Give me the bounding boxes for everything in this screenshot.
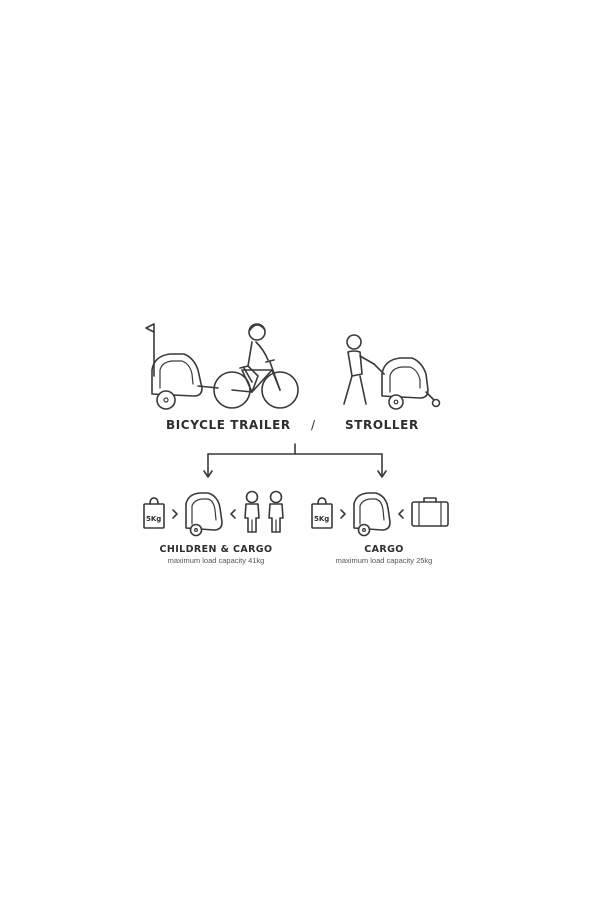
config-subtitle: maximum load capacity 25kg — [335, 556, 433, 565]
arrow-left-icon — [398, 509, 404, 519]
arrow-right-icon — [340, 509, 346, 519]
stroller-label: STROLLER — [345, 418, 419, 432]
config-cargo: 5Kg CARGO maximum load capacity 25kg — [308, 488, 460, 568]
shopping-bag-icon: 5Kg — [311, 497, 333, 529]
branch-connector — [203, 443, 387, 478]
trailer-icon — [353, 492, 391, 537]
person-pushing-stroller-icon — [343, 334, 441, 410]
shopping-bag-icon: 5Kg — [143, 497, 165, 529]
config-title: CARGO — [364, 544, 404, 555]
bicycle-with-trailer-icon — [145, 323, 299, 410]
bicycle-trailer-label: BICYCLE TRAILER — [166, 418, 291, 432]
config-children-and-cargo: 5Kg CHILDREN & CARGO maximum load capaci… — [140, 488, 292, 568]
config-subtitle: maximum load capacity 41kg — [167, 556, 265, 565]
config-title: CHILDREN & CARGO — [159, 544, 273, 555]
bag-weight-label: 5Kg — [146, 515, 161, 523]
arrow-right-icon — [172, 509, 178, 519]
suitcase-icon — [411, 497, 449, 527]
two-children-icon — [244, 490, 284, 533]
bag-weight-label: 5Kg — [314, 515, 329, 523]
mode-separator: / — [311, 418, 316, 432]
trailer-icon — [185, 492, 223, 537]
arrow-left-icon — [230, 509, 236, 519]
